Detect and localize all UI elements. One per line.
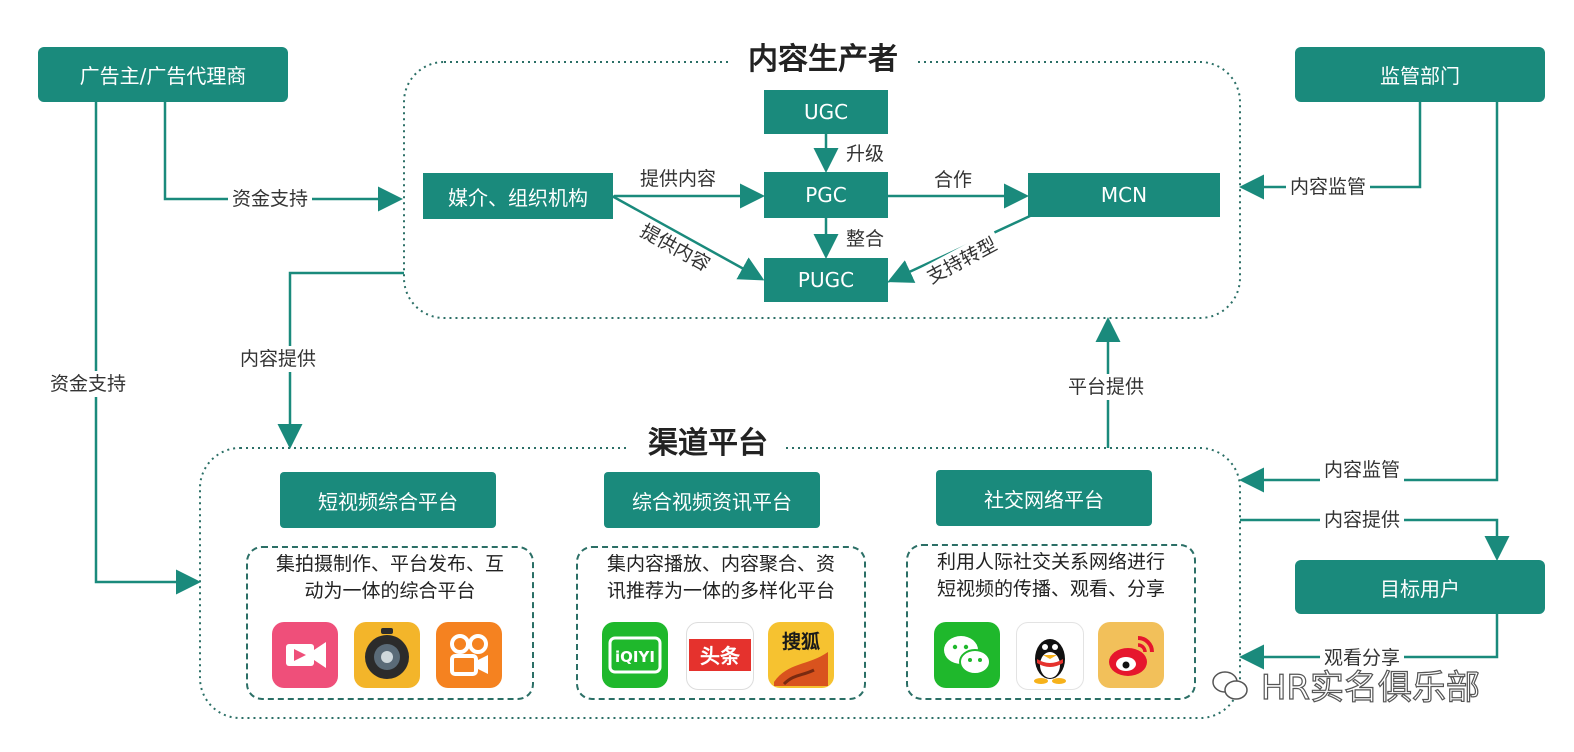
label-integrate: 整合 <box>842 226 889 252</box>
toutiao-app-icon: 头条 <box>686 622 754 690</box>
label-regulate-bottom: 内容监管 <box>1320 457 1405 483</box>
platform-short-video-panel <box>246 546 534 700</box>
edge-funding-left <box>94 102 201 595</box>
platform-video-news-desc: 集内容播放、内容聚合、资 讯推荐为一体的多样化平台 <box>580 551 862 605</box>
watermark-text: HR实名俱乐部 <box>1260 667 1481 708</box>
label-provide-content-1: 提供内容 <box>636 166 721 192</box>
platform-short-video-desc: 集拍摄制作、平台发布、互 动为一体的综合平台 <box>250 551 530 605</box>
edge-funding-top <box>163 102 403 212</box>
label-watch-share: 观看分享 <box>1320 645 1405 671</box>
label-regulate-top: 内容监管 <box>1286 174 1371 200</box>
advertiser-node: 广告主/广告代理商 <box>38 47 288 102</box>
platform-social-desc-line1: 利用人际社交关系网络进行 <box>936 551 1165 573</box>
target-users-node: 目标用户 <box>1295 560 1545 614</box>
platform-video-news-desc-line2: 讯推荐为一体的多样化平台 <box>606 580 835 602</box>
label-content-provide-left: 内容提供 <box>236 346 321 372</box>
channels-group-title: 渠道平台 <box>630 424 786 464</box>
watermark: HR实名俱乐部 <box>1210 660 1481 712</box>
kuaishou-app-icon <box>436 622 502 688</box>
platform-short-video-desc-line1: 集拍摄制作、平台发布、互 <box>275 553 504 575</box>
pgc-node: PGC <box>764 172 888 218</box>
platform-short-video-desc-line2: 动为一体的综合平台 <box>304 580 476 602</box>
platform-video-news-desc-line1: 集内容播放、内容聚合、资 <box>606 553 835 575</box>
label-platform-provide: 平台提供 <box>1064 374 1149 400</box>
edge-provide-content-2 <box>611 194 765 281</box>
lens-camera-app-icon <box>354 622 420 688</box>
qq-app-icon <box>1016 622 1084 690</box>
label-funding-left: 资金支持 <box>46 371 131 397</box>
platform-video-news-panel <box>576 546 866 700</box>
edge-regulate-bottom <box>1239 102 1499 493</box>
sohu-app-icon: 搜狐 <box>768 622 834 688</box>
wechat-app-icon <box>934 622 1000 688</box>
platform-video-news-header: 综合视频资讯平台 <box>604 472 820 528</box>
regulator-node: 监管部门 <box>1295 47 1545 102</box>
sohu-logo-text: 搜狐 <box>782 630 820 653</box>
platform-social-panel <box>906 544 1196 700</box>
ugc-node: UGC <box>764 90 888 134</box>
label-upgrade: 升级 <box>842 141 889 167</box>
platform-social-desc-line2: 短视频的传播、观看、分享 <box>936 578 1165 600</box>
label-funding-top: 资金支持 <box>228 186 313 212</box>
iqiyi-logo-text: iQIYI <box>615 648 655 666</box>
platform-social-desc: 利用人际社交关系网络进行 短视频的传播、观看、分享 <box>910 549 1192 603</box>
toutiao-logo-text: 头条 <box>700 644 741 668</box>
producers-group-title: 内容生产者 <box>730 40 916 80</box>
video-camera-app-icon <box>272 622 338 688</box>
label-content-provide-right: 内容提供 <box>1320 507 1405 533</box>
pugc-node: PUGC <box>764 258 888 302</box>
mcn-node: MCN <box>1028 173 1220 217</box>
iqiyi-app-icon: iQIYI <box>602 622 668 688</box>
wechat-outline-icon <box>1210 667 1250 712</box>
media-org-node: 媒介、组织机构 <box>423 173 613 219</box>
platform-short-video-header: 短视频综合平台 <box>280 472 496 528</box>
edge-content-provide-left <box>277 271 404 449</box>
platform-social-header: 社交网络平台 <box>936 470 1152 526</box>
label-cooperate: 合作 <box>930 167 977 193</box>
weibo-app-icon <box>1098 622 1164 688</box>
